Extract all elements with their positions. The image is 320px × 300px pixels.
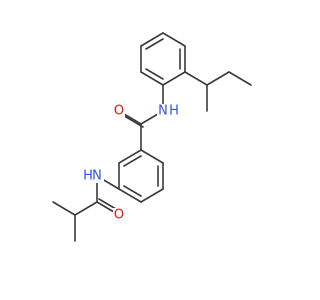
bond <box>145 68 164 80</box>
bond <box>123 155 142 167</box>
bond <box>228 71 252 86</box>
bond <box>140 32 164 47</box>
carbonyl-oxygen-atom: O <box>113 104 125 119</box>
bond <box>145 38 164 50</box>
atom-symbol: O <box>114 208 124 223</box>
bond <box>74 201 98 216</box>
structure-canvas: O N H H N O <box>52 32 252 242</box>
amide-nitrogen-atom: N H <box>157 104 179 119</box>
molecule-structure: O N H H N O <box>52 32 252 242</box>
atom-symbol: N <box>92 169 102 184</box>
bond <box>162 32 186 47</box>
bond <box>118 149 142 164</box>
isobutyramide-oxygen-atom: O <box>113 208 125 223</box>
atom-label-layer: O N H H N O <box>82 104 179 223</box>
bond <box>184 71 208 86</box>
atom-symbol: N <box>158 104 168 119</box>
bond <box>123 185 142 197</box>
bond <box>140 149 164 164</box>
bond <box>140 71 164 86</box>
bond-layer <box>52 32 252 242</box>
bond <box>162 71 186 86</box>
bond <box>140 188 164 203</box>
atom-hydrogen: H <box>83 169 93 184</box>
bond <box>118 188 142 203</box>
bond <box>206 71 230 86</box>
isobutyramide-nitrogen-atom: H N <box>82 169 104 184</box>
atom-symbol: O <box>114 104 124 119</box>
bond <box>52 201 76 216</box>
atom-hydrogen: H <box>169 104 179 119</box>
